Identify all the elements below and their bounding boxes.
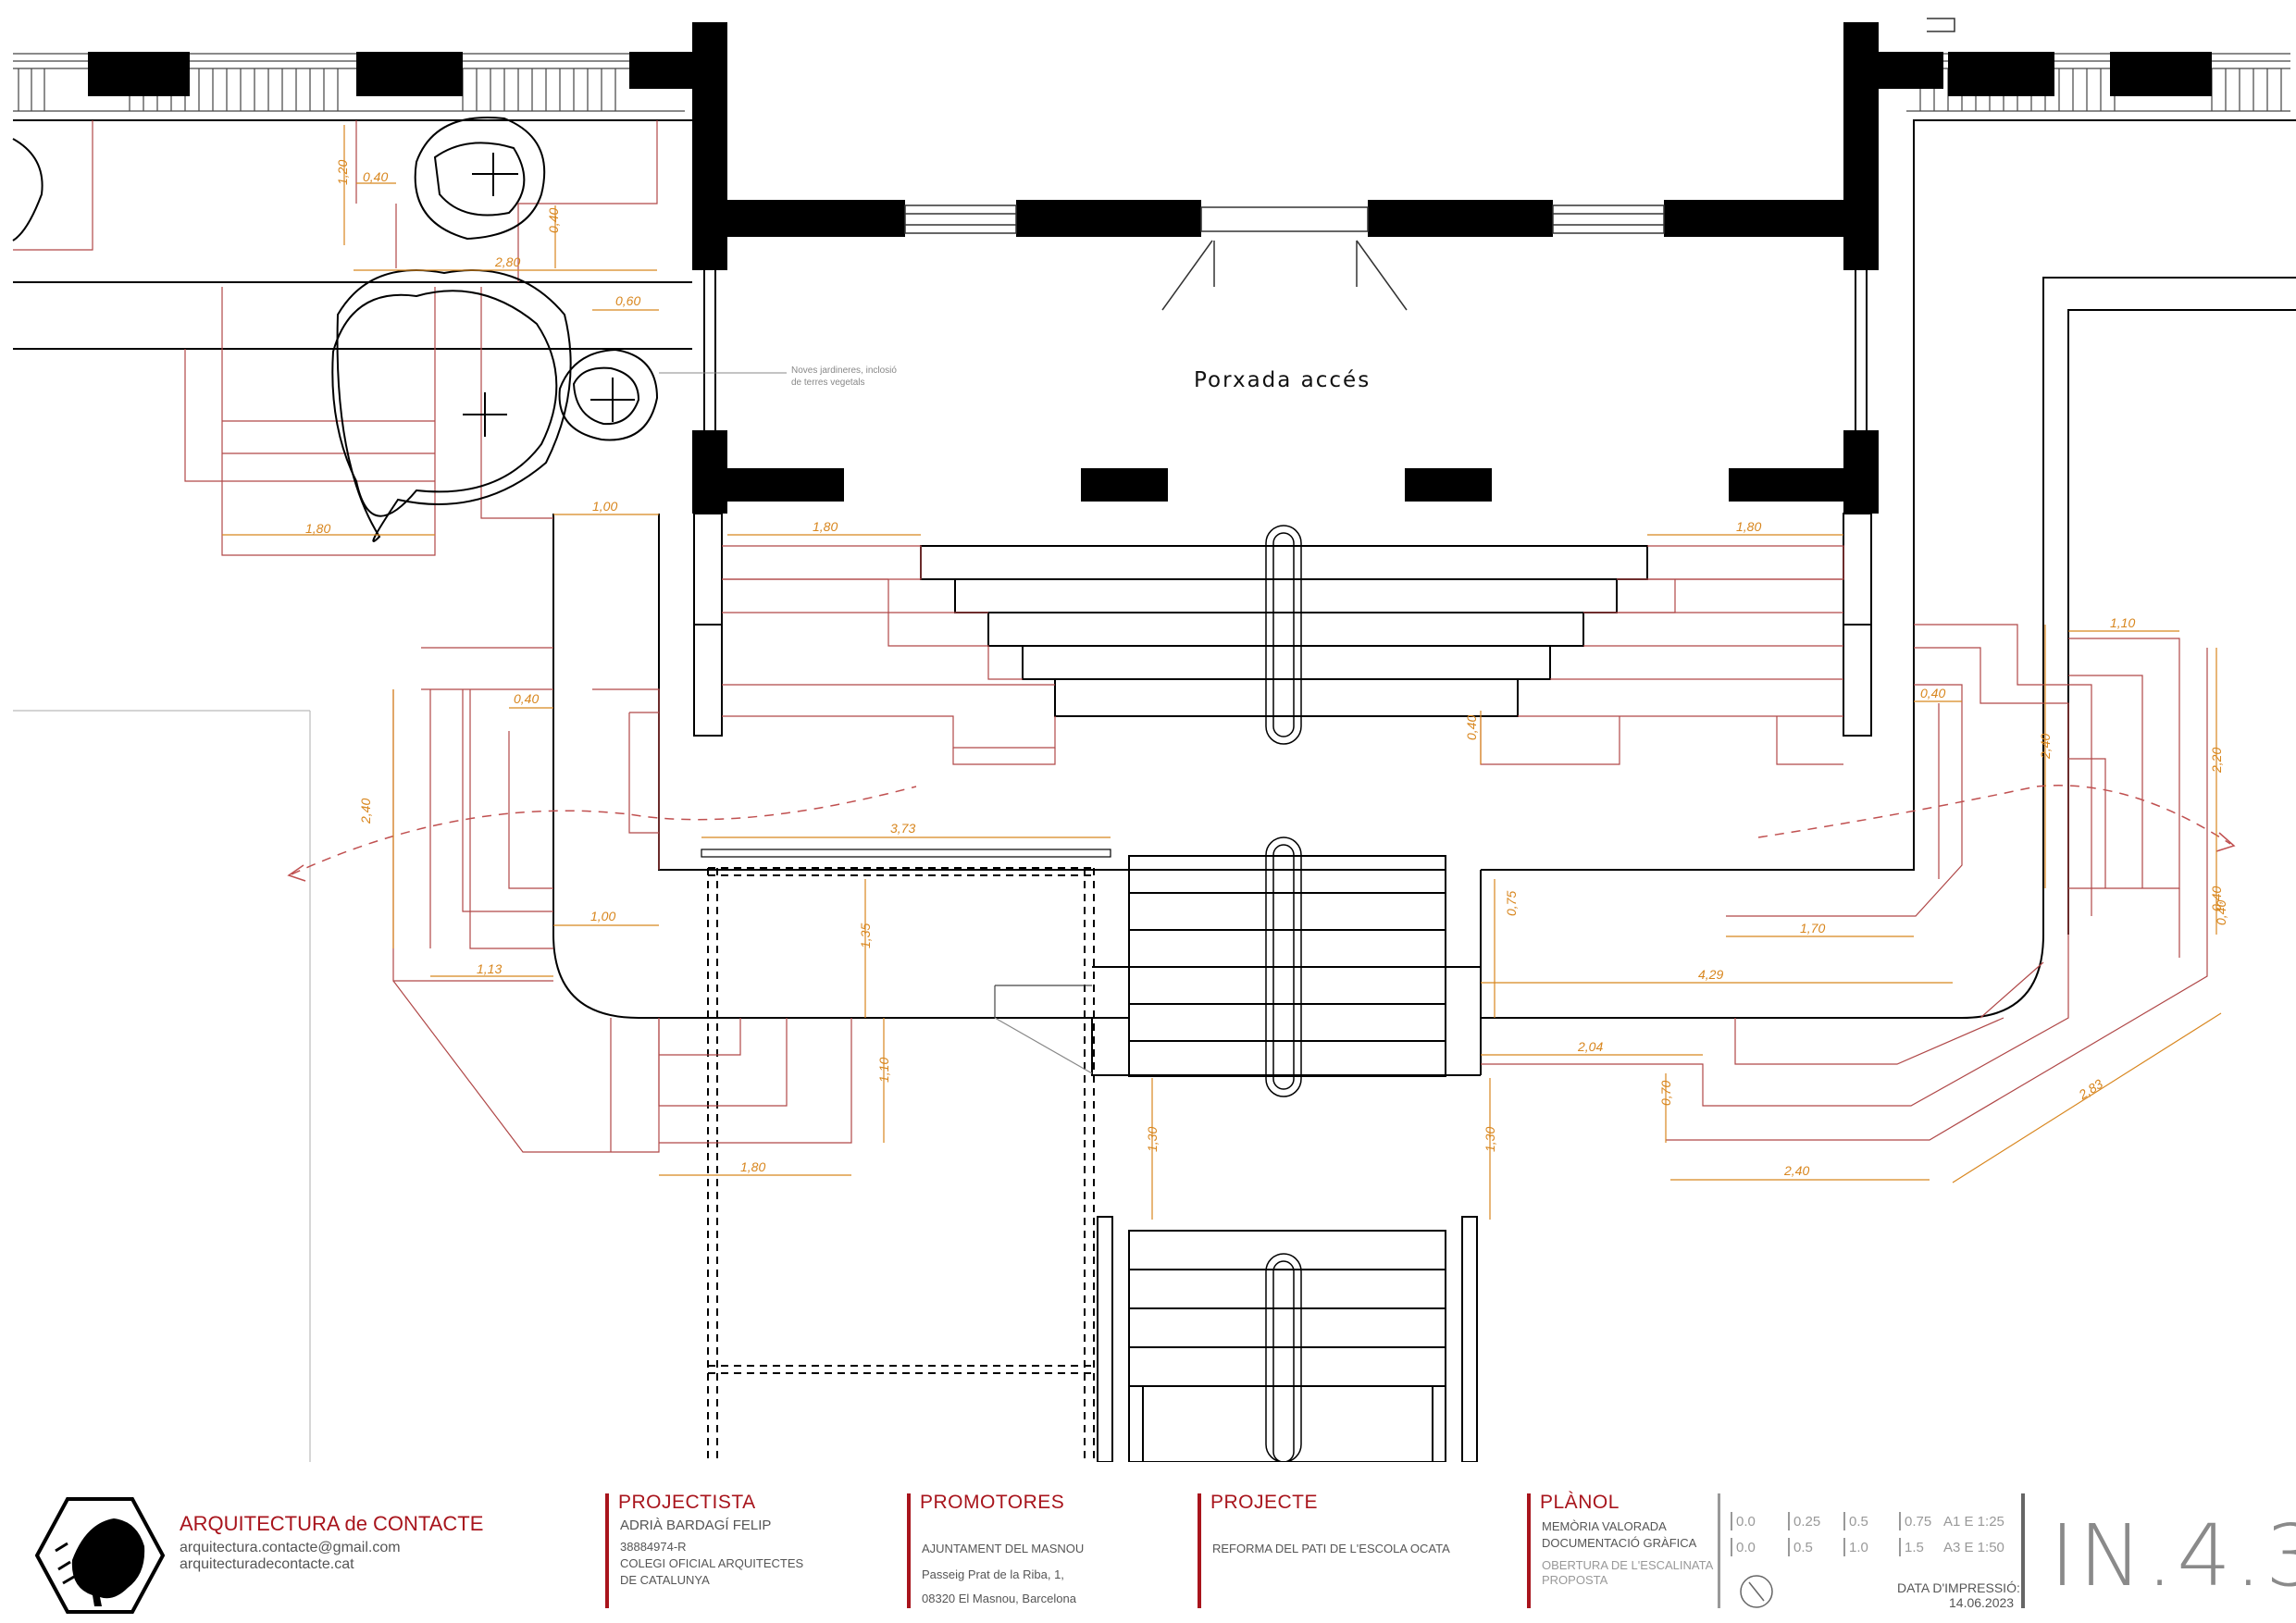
firm-logo [35, 1497, 165, 1614]
scale-tick: 0.0 [1731, 1512, 1756, 1530]
dim-label: 1,35 [858, 923, 873, 948]
dim-label: 4,29 [1698, 967, 1723, 982]
firm-website[interactable]: arquitecturadecontacte.cat [180, 1556, 354, 1572]
dim-label: 0,75 [1504, 891, 1519, 916]
planter-note-line1: Noves jardineres, inclosió [791, 365, 897, 376]
projectista-college-2: DE CATALUNYA [620, 1573, 710, 1587]
dashed-ramp [707, 867, 1097, 1462]
dim-label: 2,80 [494, 254, 520, 269]
projectista-label: PROJECTISTA [618, 1492, 756, 1513]
dim-label: 0,40 [2209, 886, 2224, 911]
projecte-name: REFORMA DEL PATI DE L'ESCOLA OCATA [1212, 1542, 1450, 1555]
firm-name: ARQUITECTURA de CONTACTE [180, 1512, 484, 1535]
promotores-name: AJUNTAMENT DEL MASNOU [922, 1542, 1085, 1555]
scale-tick: 0.75 [1898, 1512, 1932, 1530]
sheet-code: IN.4.3 [2050, 1506, 2296, 1605]
north-arrow-icon [1740, 1575, 1773, 1608]
dim-label: 2,40 [2038, 734, 2053, 760]
dim-label: 1,20 [335, 160, 350, 185]
scale-a3: A3 E 1:50 [1943, 1540, 2004, 1555]
porch-stair-side-planters [722, 545, 1844, 765]
dim-label: 1,30 [1483, 1127, 1497, 1152]
separator [2021, 1493, 2025, 1608]
dim-label: 0,40 [2214, 900, 2228, 925]
ramp-top-rail [701, 849, 1111, 858]
title-block [0, 1462, 2296, 1623]
print-date-label: DATA D'IMPRESSIÓ: [1897, 1580, 2020, 1595]
scale-a1: A1 E 1:25 [1943, 1514, 2004, 1530]
central-stairs [1097, 855, 1478, 1462]
dim-label: 1,70 [1800, 921, 1825, 935]
dim-label: 1,10 [2110, 615, 2135, 630]
dim-label: 2,40 [358, 799, 373, 824]
scale-tick: 1.5 [1899, 1538, 1924, 1556]
dimension-lines [222, 125, 2222, 1220]
tree-symbols [12, 117, 659, 542]
dim-label: 1,80 [305, 521, 330, 536]
planol-line2: DOCUMENTACIÓ GRÀFICA [1542, 1536, 1697, 1550]
left-planters [13, 120, 2208, 1153]
separator [1527, 1493, 1531, 1608]
separator [1718, 1493, 1720, 1608]
space-label-porch: Porxada accés [1194, 368, 1371, 392]
floor-plan-drawing: 1,20 0,40 0,40 2,80 0,60 1,80 1,00 1,80 … [12, 18, 2296, 1462]
projectista-college-1: COLEGI OFICIAL ARQUITECTES [620, 1556, 804, 1570]
projectista-id: 38884974-R [620, 1540, 687, 1554]
planter-note-line2: de terres vegetals [791, 378, 865, 388]
scale-tick: 0.25 [1787, 1512, 1821, 1530]
dim-label: 1,80 [813, 519, 838, 534]
promotores-address-1: Passeig Prat de la Riba, 1, [922, 1567, 1064, 1581]
dim-label: 3,73 [890, 821, 915, 836]
dim-label: 1,13 [477, 961, 502, 976]
dim-label: 1,80 [1736, 519, 1761, 534]
dim-label: 0,40 [1464, 715, 1479, 740]
firm-email[interactable]: arquitectura.contacte@gmail.com [180, 1540, 401, 1555]
promotores-label: PROMOTORES [920, 1492, 1065, 1513]
dim-label: 0,40 [1920, 686, 1945, 700]
dim-label: 1,00 [592, 499, 617, 514]
scale-tick: 0.5 [1843, 1512, 1868, 1530]
dim-label: 0,70 [1658, 1081, 1673, 1106]
print-date: 14.06.2023 [1949, 1595, 2015, 1610]
projecte-label: PROJECTE [1210, 1492, 1319, 1513]
separator [907, 1493, 911, 1608]
projectista-name: ADRIÀ BARDAGÍ FELIP [620, 1518, 772, 1533]
separator [605, 1493, 609, 1608]
dim-label: 0,40 [363, 169, 388, 184]
planol-line4: PROPOSTA [1542, 1573, 1608, 1587]
scale-tick: 0.5 [1788, 1538, 1813, 1556]
top-wall-blocks [88, 52, 2212, 96]
dim-label: 0,40 [546, 208, 561, 233]
dim-label: 1,80 [740, 1159, 765, 1174]
dim-label: 2,40 [1783, 1163, 1809, 1178]
dimension-labels: 1,20 0,40 0,40 2,80 0,60 1,80 1,00 1,80 … [305, 160, 2228, 1178]
flow-arrows [291, 785, 2231, 875]
planol-line3: OBERTURA DE L'ESCALINATA [1542, 1558, 1714, 1572]
planol-line1: MEMÒRIA VALORADA [1542, 1519, 1667, 1533]
scale-tick: 1.0 [1843, 1538, 1868, 1556]
building-walls [692, 22, 1879, 514]
windows-and-doors [904, 18, 1955, 311]
dim-label: 1,10 [876, 1058, 891, 1083]
dim-label: 0,60 [615, 293, 640, 308]
porch-outline [693, 270, 1872, 737]
separator [1198, 1493, 1201, 1608]
dim-label: 2,04 [1577, 1039, 1603, 1054]
dim-label: 0,40 [514, 691, 539, 706]
dim-label: 2,20 [2209, 748, 2224, 774]
scale-tick: 0.0 [1731, 1538, 1756, 1556]
planol-label: PLÀNOL [1540, 1492, 1620, 1513]
dim-label: 1,00 [590, 909, 615, 923]
promotores-address-2: 08320 El Masnou, Barcelona [922, 1592, 1076, 1605]
dim-label: 1,30 [1145, 1127, 1160, 1152]
